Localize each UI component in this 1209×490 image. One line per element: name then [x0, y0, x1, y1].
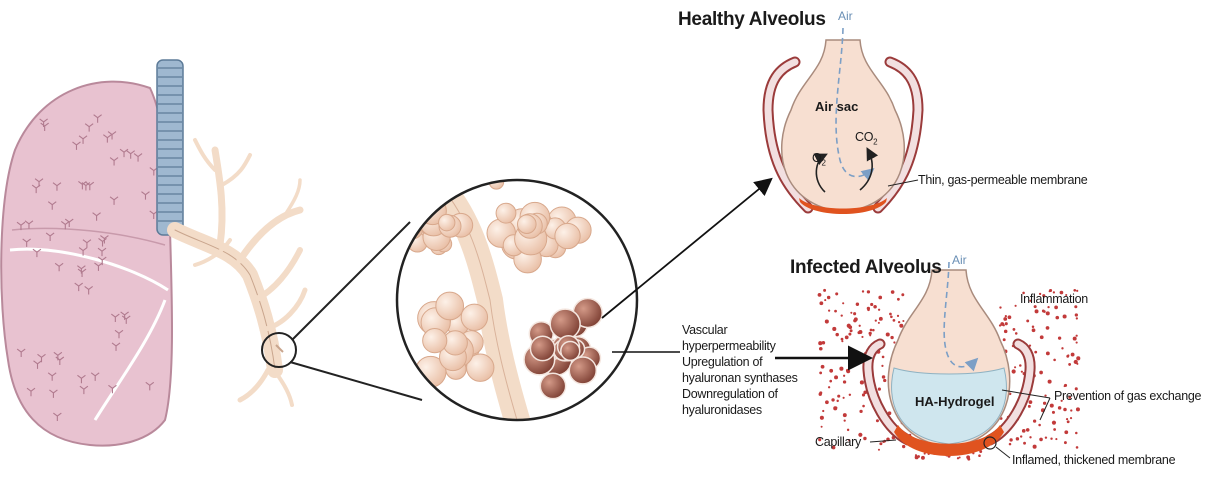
co2-sub: 2 [873, 138, 877, 147]
alveolus-ball [485, 160, 505, 180]
arrow-to-healthy [602, 180, 770, 318]
co2-label: CO2 [855, 131, 877, 147]
infected-alveolus-ball [550, 309, 580, 339]
alveolus-ball [465, 171, 480, 186]
infected-alveolus-ball [540, 373, 565, 398]
infected-alveolus-ball [561, 342, 580, 361]
alveolus-ball [439, 214, 455, 230]
zoom-line-lower [290, 362, 422, 400]
infected-alveolus-ball [569, 357, 596, 384]
mechanism-text: Vascular hyperpermeability Upregulation … [682, 322, 798, 418]
o2-label: O2 [812, 152, 826, 168]
alveoli-zoom [397, 160, 637, 430]
thin-membrane-label: Thin, gas-permeable membrane [918, 174, 1087, 188]
alveolus-ball [461, 304, 487, 330]
mechanism-line: Downregulation of [682, 386, 798, 402]
hydrogel-label: HA-Hydrogel [915, 395, 994, 409]
mechanism-line: hyaluronidases [682, 402, 798, 418]
mechanism-line: hyperpermeability [682, 338, 798, 354]
thick-membrane-label: Inflamed, thickened membrane [1012, 454, 1175, 468]
infected-alveolus-ball [530, 336, 554, 360]
mechanism-line: Vascular [682, 322, 798, 338]
o2-sub: 2 [821, 159, 825, 168]
infected-title: Infected Alveolus [790, 258, 942, 279]
co2-text: CO [855, 130, 873, 144]
zoom-line-upper [292, 222, 410, 340]
alveolus-ball [517, 215, 536, 234]
infected-air-label: Air [952, 254, 967, 267]
alveolus-ball [555, 223, 580, 248]
air-sac [782, 40, 905, 212]
lung-illustration [1, 82, 172, 446]
inflammation-label: Inflammation [1020, 293, 1088, 307]
alveolus-ball [436, 292, 464, 320]
alveolus-ball [479, 169, 494, 184]
healthy-alveolus [768, 28, 918, 214]
capillary-label: Capillary [815, 436, 861, 450]
alveolus-ball [423, 329, 447, 353]
healthy-title: Healthy Alveolus [678, 10, 826, 31]
air-sac-label: Air sac [815, 100, 858, 114]
healthy-air-label: Air [838, 10, 853, 23]
alveolus-ball [496, 203, 516, 223]
prevention-label: Prevention of gas exchange [1054, 390, 1201, 404]
mechanism-line: Upregulation of [682, 354, 798, 370]
mechanism-line: hyaluronan synthases [682, 370, 798, 386]
trachea [157, 60, 183, 235]
